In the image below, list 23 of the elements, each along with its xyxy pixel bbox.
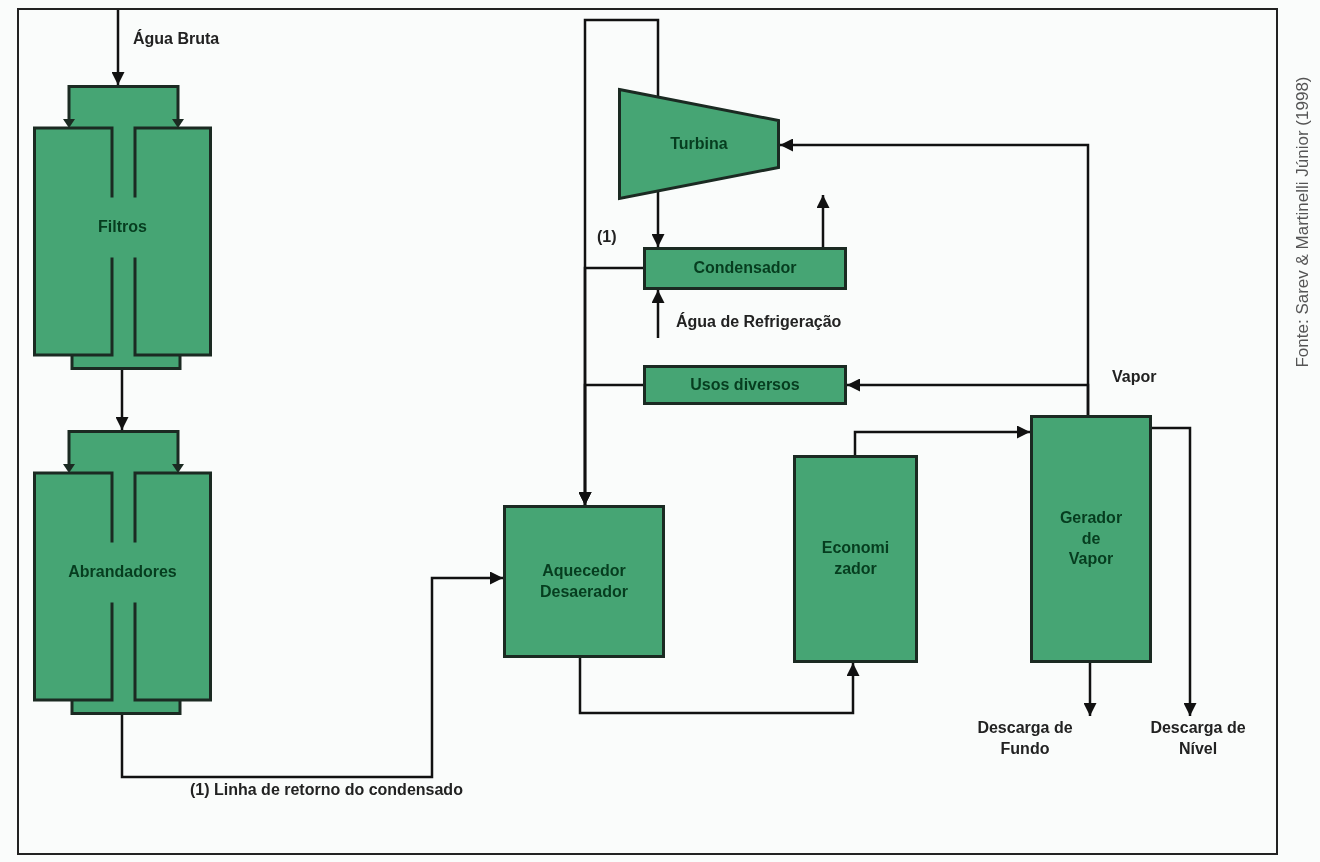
arrow (651, 290, 665, 338)
process-box (503, 505, 665, 658)
edge-label: Água de Refrigeração (676, 313, 842, 331)
process-box (1030, 415, 1152, 663)
process-box (643, 247, 847, 290)
arrow (853, 425, 1030, 455)
arrow (578, 658, 860, 715)
stream-label: Vapor (1112, 368, 1157, 386)
arrow (111, 10, 125, 85)
arrow (578, 383, 643, 505)
footnote: (1) Linha de retorno do condensado (190, 781, 463, 799)
arrow (1083, 663, 1097, 716)
arrow (120, 571, 503, 779)
arrow (847, 378, 1090, 415)
source-note: Fonte: Sarev & Martinelli Júnior (1998) (1293, 76, 1313, 368)
arrow (115, 370, 129, 430)
edge-label: Água Bruta (133, 30, 220, 48)
arrow (651, 192, 665, 247)
arrow (816, 195, 830, 247)
process-box (793, 455, 918, 663)
edge-label: (1) (597, 228, 617, 246)
arrow (1152, 426, 1197, 716)
process-box (643, 365, 847, 405)
